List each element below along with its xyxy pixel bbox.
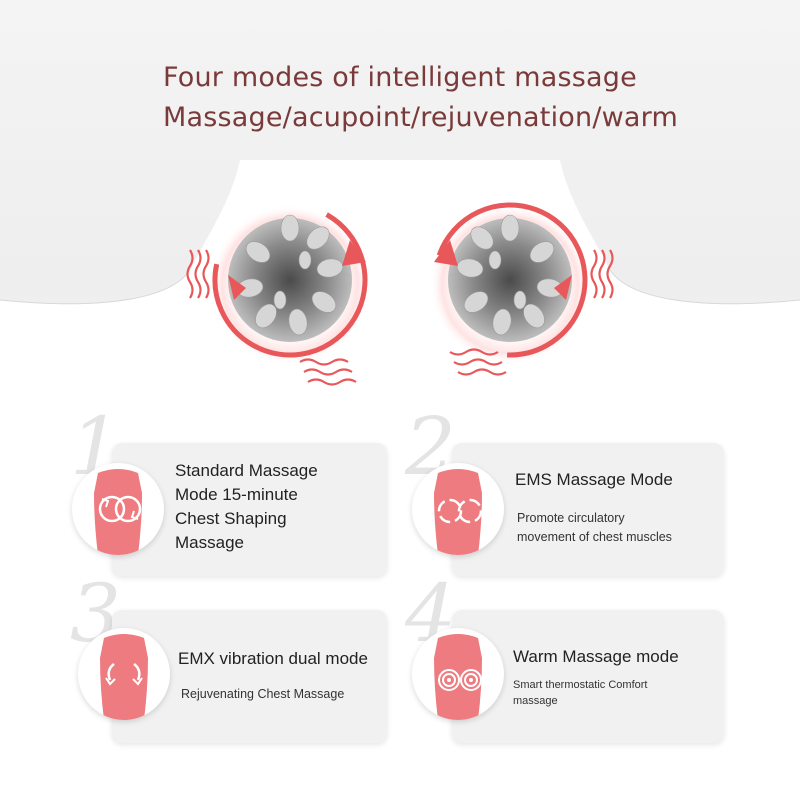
headline: Four modes of intelligent massage Massag… [163, 58, 763, 138]
torso-vibration-arrows-icon [100, 634, 148, 720]
left-massage-pod [210, 202, 370, 365]
mode-3-description: Rejuvenating Chest Massage [181, 687, 345, 701]
torso-warm-rings-icon [434, 634, 482, 720]
mode-1-title: Standard Massage Mode 15-minute Chest Sh… [175, 461, 318, 552]
right-massage-pod [430, 202, 590, 365]
mode-2-title: EMS Massage Mode [515, 470, 673, 489]
torso-ems-spiral-icon [434, 469, 483, 555]
mode-1-badge [72, 463, 164, 555]
mode-2-badge [412, 463, 504, 555]
hero-illustration [0, 160, 800, 470]
torso-circular-massage-icon [94, 469, 142, 555]
mode-2-description: Promote circulatory movement of chest mu… [517, 511, 672, 544]
headline-line-1: Four modes of intelligent massage [163, 62, 637, 93]
mode-4-title: Warm Massage mode [513, 647, 679, 666]
headline-line-2: Massage/acupoint/rejuvenation/warm [163, 102, 678, 133]
mode-3-badge [78, 628, 170, 720]
torso-silhouette [0, 160, 800, 470]
mode-4-badge [412, 628, 504, 720]
vibration-waves [186, 249, 614, 386]
mode-3-title: EMX vibration dual mode [178, 649, 368, 668]
mode-4-description: Smart thermostatic Comfort massage [513, 679, 648, 707]
